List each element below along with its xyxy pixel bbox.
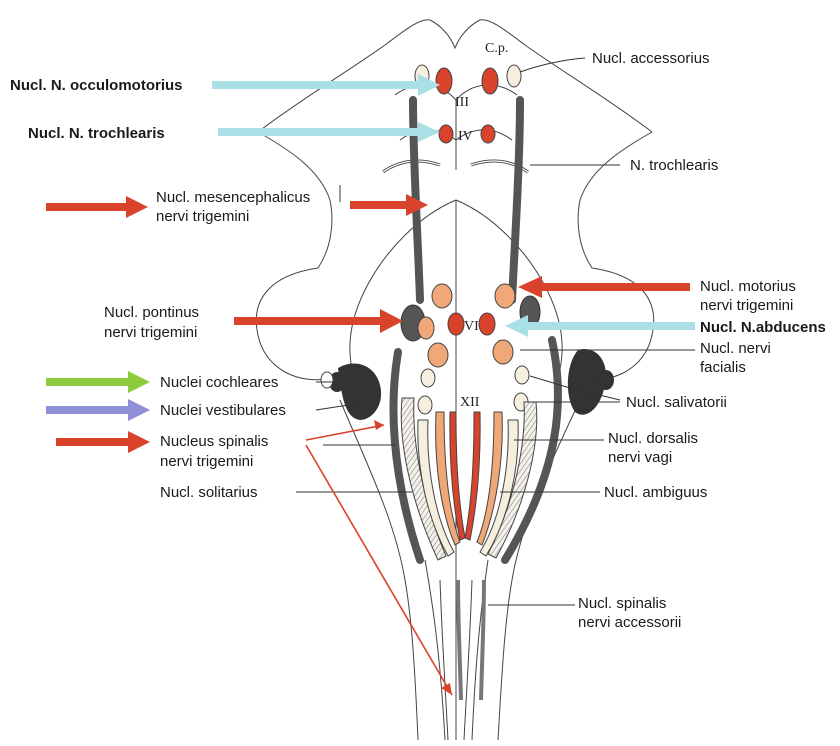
label-salivatorii: Nucl. salivatorii xyxy=(626,394,727,411)
label-pontinus-1: Nucl. pontinus xyxy=(104,304,199,321)
facialis-left-upper xyxy=(418,317,434,339)
spinalis-accessorii-left xyxy=(458,580,461,700)
arrow-pontinus xyxy=(234,309,403,333)
occulomotorius-right xyxy=(482,68,498,94)
label-spin-access-2: nervi accessorii xyxy=(578,614,681,631)
label-spin-access-1: Nucl. spinalis xyxy=(578,595,666,612)
arrow-trochlearis xyxy=(218,122,440,142)
arrow-motorius xyxy=(518,276,690,298)
arrow-vestibulares xyxy=(46,399,150,421)
midbrain-outline xyxy=(258,20,652,132)
roman-xii: XII xyxy=(460,395,480,410)
salivatorii-right-1 xyxy=(515,366,529,384)
label-occulomotorius: Nucl. N. occulomotorius xyxy=(10,77,183,94)
label-dorsalis-1: Nucl. dorsalis xyxy=(608,430,698,447)
label-facialis-2: facialis xyxy=(700,359,746,376)
trochlearis-left xyxy=(439,125,453,143)
right-peduncle xyxy=(578,132,652,268)
occulomotorius-left xyxy=(436,68,452,94)
arrow-mesencephalicus-left xyxy=(46,196,148,218)
salivatorii-left-1 xyxy=(421,369,435,387)
accessorius-right xyxy=(507,65,521,87)
cochlear-vestibular-left xyxy=(321,363,381,420)
gracile-right xyxy=(464,580,472,740)
arrow-cochleares xyxy=(46,371,150,393)
label-dorsalis-2: nervi vagi xyxy=(608,449,672,466)
facialis-right xyxy=(493,340,513,364)
roman-vi: VI xyxy=(464,319,479,334)
label-solitarius: Nucl. solitarius xyxy=(160,484,258,501)
salivatorii-left-2 xyxy=(418,396,432,414)
abducens-right xyxy=(479,313,495,335)
label-mesencephalicus-2: nervi trigemini xyxy=(156,208,249,225)
label-accessorius: Nucl. accessorius xyxy=(592,50,710,67)
label-ambiguus: Nucl. ambiguus xyxy=(604,484,707,501)
motorius-trigemini-left xyxy=(432,284,452,308)
trochlearis-right xyxy=(481,125,495,143)
label-vestibulares: Nuclei vestibulares xyxy=(160,402,286,419)
roman-iii: III xyxy=(455,95,469,110)
motorius-trigemini-right xyxy=(495,284,515,308)
label-motorius-1: Nucl. motorius xyxy=(700,278,796,295)
spinalis-accessorii-right xyxy=(481,580,484,700)
cochlear-vestibular-right xyxy=(568,349,614,415)
label-spinalis-trig-1: Nucleus spinalis xyxy=(160,433,268,450)
label-abducens: Nucl. N.abducens xyxy=(700,319,826,336)
abducens-left xyxy=(448,313,464,335)
label-cp: C.p. xyxy=(485,41,508,56)
label-motorius-2: nervi trigemini xyxy=(700,297,793,314)
mesencephalic-column-right xyxy=(512,100,520,300)
label-n-trochlearis: N. trochlearis xyxy=(630,157,718,174)
arrow-spinalis-trigemini xyxy=(56,431,150,453)
label-pontinus-2: nervi trigemini xyxy=(104,324,197,341)
hypoglossus-right xyxy=(465,412,480,540)
label-mesencephalicus-1: Nucl. mesencephalicus xyxy=(156,189,310,206)
label-trochlearis-nucl: Nucl. N. trochlearis xyxy=(28,125,165,142)
arrow-occulomotorius xyxy=(212,74,440,96)
roman-iv: IV xyxy=(458,129,473,144)
medulla-inner-left xyxy=(425,560,445,740)
label-cochleares: Nuclei cochleares xyxy=(160,374,278,391)
facialis-left xyxy=(428,343,448,367)
label-facialis-1: Nucl. nervi xyxy=(700,340,771,357)
label-spinalis-trig-2: nervi trigemini xyxy=(160,453,253,470)
red-leader-spinalis xyxy=(306,420,452,695)
